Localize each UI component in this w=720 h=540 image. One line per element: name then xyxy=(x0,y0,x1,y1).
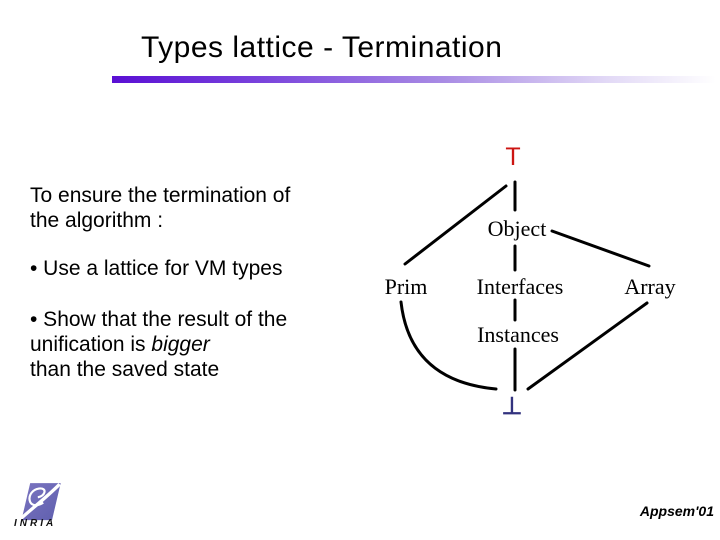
bullet-show-bigger: • Show that the result of the unificatio… xyxy=(30,307,365,382)
text-segment: unification is xyxy=(30,333,152,356)
lattice-node-interfaces: Interfaces xyxy=(476,274,564,299)
lattice-node-top: T xyxy=(505,143,521,171)
lattice-node-bottom: ⊥ xyxy=(501,393,523,420)
text-line: • Use a lattice for VM types xyxy=(30,257,283,280)
lattice-node-prim: Prim xyxy=(384,274,428,299)
lattice-node-instances: Instances xyxy=(477,322,559,347)
edge-object-array xyxy=(550,229,651,268)
lattice-node-object: Object xyxy=(487,216,547,241)
bullet-use-lattice: • Use a lattice for VM types xyxy=(30,256,365,281)
emphasized-word: bigger xyxy=(151,333,210,356)
lattice-node-array: Array xyxy=(624,274,676,299)
footer-conference-label: Appsem'01 xyxy=(639,503,714,519)
inria-logo-text: INRIA xyxy=(14,518,57,529)
text-line: • Show that the result of the xyxy=(30,308,288,331)
text-line: the algorithm : xyxy=(30,209,164,232)
title-underline-bar xyxy=(112,76,716,83)
inria-logo-icon xyxy=(19,483,61,521)
intro-paragraph: To ensure the termination of the algorit… xyxy=(30,183,365,233)
slide-title: Types lattice - Termination xyxy=(141,31,503,64)
text-line: unification is bigger xyxy=(30,332,365,357)
text-line: To ensure the termination of xyxy=(30,184,291,207)
text-line: than the saved state xyxy=(30,358,220,381)
